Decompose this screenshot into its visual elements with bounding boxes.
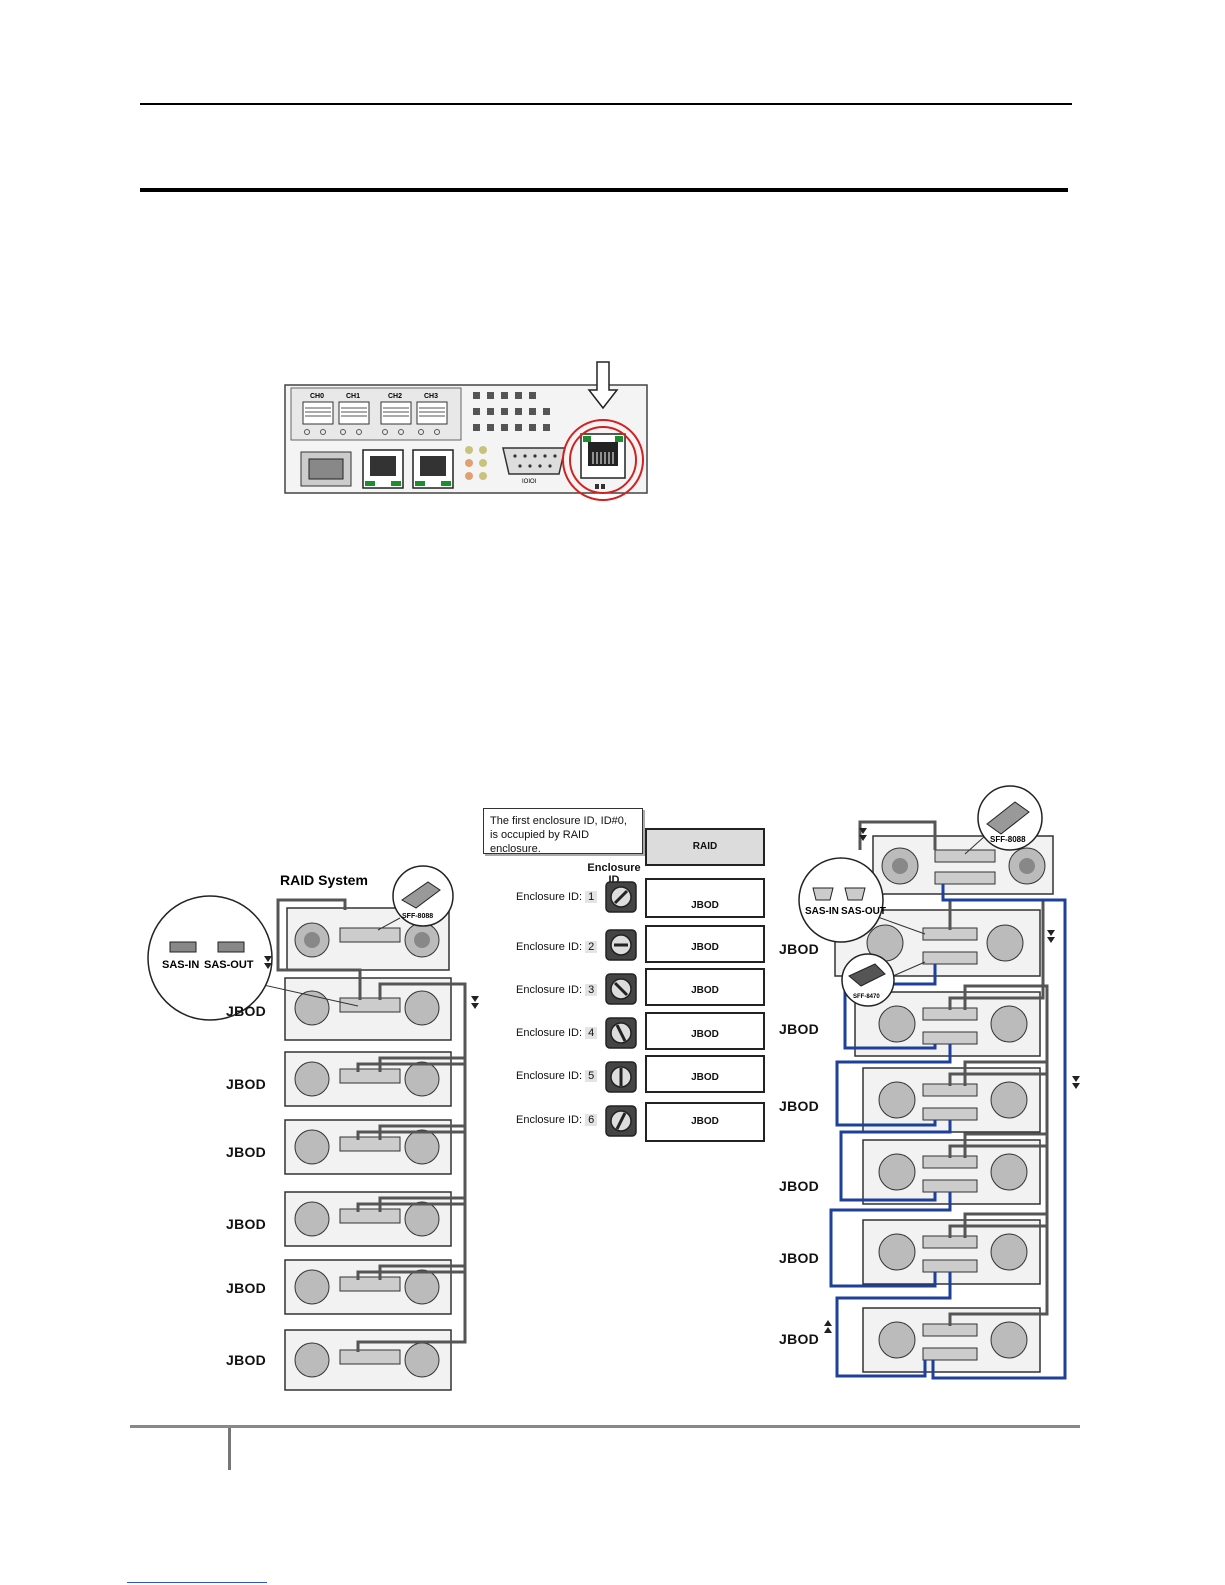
right-sff-8088-label: SFF-8088 bbox=[990, 835, 1026, 844]
ch2-label: CH2 bbox=[388, 393, 402, 400]
right-jbod-label-6: JBOD bbox=[779, 1331, 820, 1347]
enclosure-id-value: 5 bbox=[585, 1070, 598, 1082]
jbod-enclosures bbox=[284, 977, 452, 1391]
sas-in-label: SAS-IN bbox=[162, 959, 199, 971]
enclosure-id-value: 2 bbox=[585, 941, 598, 953]
left-jbod-label-2: JBOD bbox=[226, 1076, 267, 1092]
enclosure-row-label: Enclosure ID: bbox=[516, 1070, 583, 1082]
footer-rule bbox=[130, 1425, 1080, 1428]
enclosure-note-box: The first enclosure ID, ID#0, is occupie… bbox=[483, 808, 643, 855]
left-cabling-svg: RAID System bbox=[147, 865, 479, 1391]
left-jbod-label-5: JBOD bbox=[226, 1280, 267, 1296]
footer-divider bbox=[228, 1428, 231, 1470]
enclosure-row-label: Enclosure ID: bbox=[516, 984, 583, 996]
jbod-id-box-4: JBOD bbox=[645, 1012, 765, 1050]
right-cabling-figure: SFF-8088 SAS-IN SAS-OUT SFF-8470 bbox=[775, 780, 1100, 1385]
serial-port bbox=[502, 447, 566, 475]
daisy-chain-cables bbox=[276, 898, 467, 1352]
sfp-ports bbox=[302, 401, 448, 425]
enclosure-row-5: Enclosure ID: 5 bbox=[516, 1070, 598, 1082]
jbod-id-box-1: JBOD bbox=[645, 878, 765, 918]
ch3-label: CH3 bbox=[424, 393, 438, 400]
right-jbod-label-4: JBOD bbox=[779, 1178, 820, 1194]
sas-port-callout: SAS-IN SAS-OUT bbox=[147, 895, 359, 1021]
sff-8088-label: SFF-8088 bbox=[402, 913, 433, 920]
left-jbod-label-6: JBOD bbox=[226, 1352, 267, 1368]
rj45-port-1 bbox=[362, 449, 404, 489]
jbod-id-box-6: JBOD bbox=[645, 1102, 765, 1142]
header-rule-top bbox=[140, 103, 1072, 105]
controller-panel-figure: CH0 CH1 CH2 CH3 bbox=[283, 360, 653, 510]
right-cabling-svg: SFF-8088 SAS-IN SAS-OUT SFF-8470 bbox=[798, 785, 1080, 1380]
vent-grid bbox=[473, 392, 550, 431]
right-sas-out-label: SAS-OUT bbox=[841, 906, 886, 917]
sas-out-label: SAS-OUT bbox=[204, 959, 254, 971]
gray-cables bbox=[858, 820, 1049, 1326]
enclosure-id-value: 1 bbox=[585, 891, 598, 903]
right-sas-in-label: SAS-IN bbox=[805, 906, 839, 917]
rotary-switch-svg bbox=[605, 881, 637, 1137]
left-jbod-label-4: JBOD bbox=[226, 1216, 267, 1232]
serial-port-caption: IOIOI bbox=[522, 479, 537, 485]
right-jbod-label-5: JBOD bbox=[779, 1250, 820, 1266]
rj45-port-2 bbox=[412, 449, 454, 489]
status-leds bbox=[465, 446, 487, 480]
left-jbod-label-1: JBOD bbox=[226, 1003, 267, 1019]
enclosure-row-6: Enclosure ID: 6 bbox=[516, 1114, 598, 1126]
right-jbod-label-3: JBOD bbox=[779, 1098, 820, 1114]
right-sff-8088-callout: SFF-8088 bbox=[964, 785, 1043, 855]
footer-link-underline bbox=[127, 1582, 267, 1583]
ch1-label: CH1 bbox=[346, 393, 360, 400]
right-direction-arrow-icons bbox=[824, 828, 1080, 1333]
enclosure-row-4: Enclosure ID: 4 bbox=[516, 1027, 598, 1039]
highlight-circle-inner bbox=[569, 426, 637, 494]
right-jbod-label-1: JBOD bbox=[779, 941, 820, 957]
jbod-id-box-3: JBOD bbox=[645, 968, 765, 1006]
ch0-label: CH0 bbox=[310, 393, 324, 400]
arrow-down-icon bbox=[587, 361, 619, 410]
right-sff-8470-callout: SFF-8470 bbox=[841, 953, 926, 1007]
raid-id-label: RAID bbox=[692, 841, 718, 852]
blue-cables bbox=[829, 884, 1067, 1380]
controller-panel-svg: CH0 CH1 CH2 CH3 bbox=[284, 361, 648, 501]
enclosure-row-1: Enclosure ID: 1 bbox=[516, 891, 598, 903]
enclosure-row-label: Enclosure ID: bbox=[516, 941, 583, 953]
enclosure-row-label: Enclosure ID: bbox=[516, 1027, 583, 1039]
enclosure-row-2: Enclosure ID: 2 bbox=[516, 941, 598, 953]
enclosure-row-3: Enclosure ID: 3 bbox=[516, 984, 598, 996]
rotary-switches bbox=[604, 880, 640, 1140]
enclosure-id-value: 6 bbox=[585, 1114, 598, 1126]
right-jbod-label-2: JBOD bbox=[779, 1021, 820, 1037]
down-arrow-icons bbox=[264, 956, 479, 1009]
header-rule-bottom bbox=[140, 188, 1068, 192]
enclosure-row-label: Enclosure ID: bbox=[516, 891, 583, 903]
enclosure-id-header: Enclosure ID bbox=[587, 862, 641, 886]
highlight-circle-outer bbox=[562, 419, 644, 501]
left-cabling-figure: RAID System bbox=[140, 860, 500, 1400]
sff-8088-callout: SFF-8088 bbox=[377, 865, 454, 931]
right-raid-enclosure bbox=[872, 835, 1054, 895]
management-rj45-port bbox=[580, 433, 626, 489]
enclosure-row-label: Enclosure ID: bbox=[516, 1114, 583, 1126]
left-jbod-label-3: JBOD bbox=[226, 1144, 267, 1160]
jbod-id-box-2: JBOD bbox=[645, 925, 765, 963]
raid-id-box: RAID bbox=[645, 828, 765, 866]
enclosure-note-text: The first enclosure ID, ID#0, is occupie… bbox=[490, 815, 627, 855]
enclosure-id-value: 3 bbox=[585, 984, 598, 996]
enclosure-id-value: 4 bbox=[585, 1027, 598, 1039]
right-sff-8470-label: SFF-8470 bbox=[853, 994, 880, 1000]
raid-system-title: RAID System bbox=[280, 872, 368, 888]
right-sas-callout: SAS-IN SAS-OUT bbox=[798, 857, 926, 943]
jbod-id-box-5: JBOD bbox=[645, 1055, 765, 1093]
